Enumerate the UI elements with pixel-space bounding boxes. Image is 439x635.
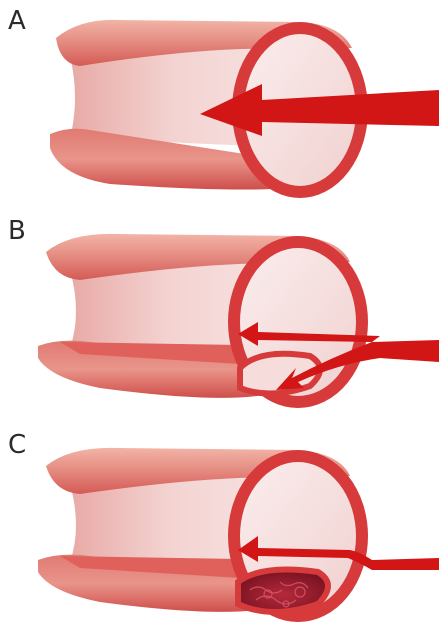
- vessel-a-illustration: [0, 8, 439, 208]
- vessel-a: [50, 20, 439, 192]
- panel-a: A: [0, 8, 439, 208]
- vessel-c: [38, 448, 439, 616]
- vessel-c-illustration: [0, 432, 439, 632]
- vessel-b-illustration: [0, 218, 439, 418]
- panel-b: B: [0, 218, 439, 418]
- vessel-b: [38, 234, 439, 402]
- panel-c: C: [0, 432, 439, 632]
